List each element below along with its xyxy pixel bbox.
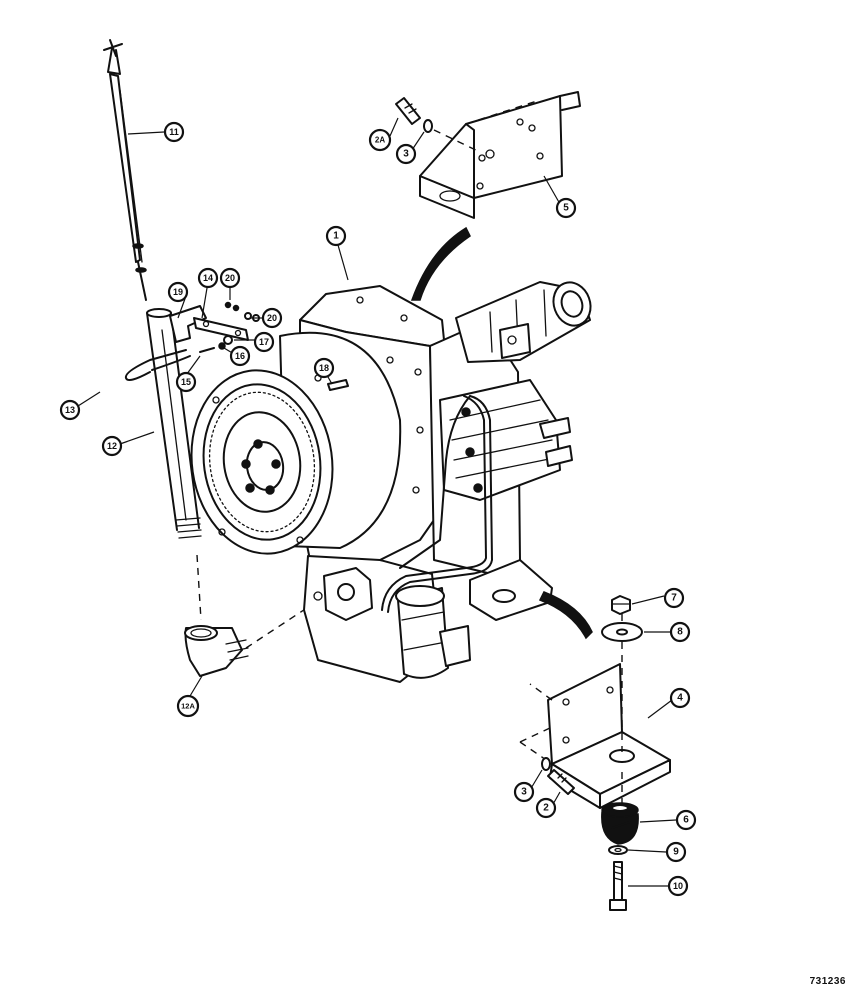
- callout-7: 7: [663, 587, 685, 609]
- svg-text:11: 11: [169, 127, 179, 137]
- upper-arrow: [410, 226, 471, 301]
- leader-lines: [77, 117, 677, 887]
- drawing-number: 731236: [809, 976, 846, 987]
- svg-text:20: 20: [267, 313, 277, 323]
- callout-1: 1: [325, 225, 347, 247]
- callout-2: 2: [535, 797, 557, 819]
- callout-20-right: 20: [261, 307, 283, 329]
- callout-14: 14: [197, 267, 219, 289]
- svg-text:2: 2: [543, 803, 549, 814]
- callout-12: 12: [101, 435, 123, 457]
- svg-text:12: 12: [107, 441, 117, 451]
- callout-15: 15: [175, 371, 197, 393]
- svg-text:6: 6: [683, 815, 689, 826]
- callout-17: 17: [253, 331, 275, 353]
- svg-text:1: 1: [333, 231, 339, 242]
- svg-text:14: 14: [203, 273, 213, 283]
- callout-20-top: 20: [219, 267, 241, 289]
- callout-18: 18: [313, 357, 335, 379]
- callout-8: 8: [669, 621, 691, 643]
- flat-washer: [601, 622, 643, 642]
- rubber-isolator: [601, 802, 639, 845]
- svg-text:19: 19: [173, 287, 183, 297]
- svg-text:10: 10: [673, 881, 683, 891]
- upper-mounting-bracket: [419, 91, 581, 219]
- svg-text:7: 7: [671, 593, 677, 604]
- callout-3-lower: 3: [513, 781, 535, 803]
- lower-arrow: [538, 591, 593, 640]
- callout-2a: 2A: [368, 128, 392, 152]
- svg-text:15: 15: [181, 377, 191, 387]
- lower-bolt-washer: [541, 757, 575, 795]
- svg-text:2A: 2A: [375, 136, 385, 145]
- svg-text:13: 13: [65, 405, 75, 415]
- mounting-bolt: [609, 861, 627, 911]
- upper-bolt-washer: [395, 97, 433, 133]
- svg-text:20: 20: [225, 273, 235, 283]
- lock-washer: [608, 845, 628, 855]
- callout-9: 9: [665, 841, 687, 863]
- nut: [611, 595, 631, 615]
- svg-text:3: 3: [521, 787, 527, 798]
- callout-13-left: 13: [59, 399, 81, 421]
- lower-mounting-bracket: [519, 663, 671, 809]
- callout-3-upper: 3: [395, 143, 417, 165]
- transmission-housing: [190, 281, 592, 683]
- svg-text:4: 4: [677, 693, 683, 704]
- callout-16: 16: [229, 345, 251, 367]
- callout-12a: 12A: [176, 694, 200, 718]
- callout-4: 4: [669, 687, 691, 709]
- svg-text:8: 8: [677, 627, 683, 638]
- callout-6: 6: [675, 809, 697, 831]
- svg-text:5: 5: [563, 203, 569, 214]
- svg-text:17: 17: [259, 337, 269, 347]
- dipstick: [103, 39, 147, 301]
- callout-11: 11: [163, 121, 185, 143]
- svg-text:3: 3: [403, 149, 409, 160]
- svg-text:18: 18: [319, 363, 329, 373]
- callout-5: 5: [555, 197, 577, 219]
- elbow-fitting: [184, 554, 317, 677]
- callout-10: 10: [667, 875, 689, 897]
- svg-text:9: 9: [673, 847, 679, 858]
- callout-13-top: 19: [167, 281, 189, 303]
- dipstick-tube: [146, 308, 202, 539]
- svg-text:16: 16: [235, 351, 245, 361]
- svg-text:12A: 12A: [181, 702, 195, 711]
